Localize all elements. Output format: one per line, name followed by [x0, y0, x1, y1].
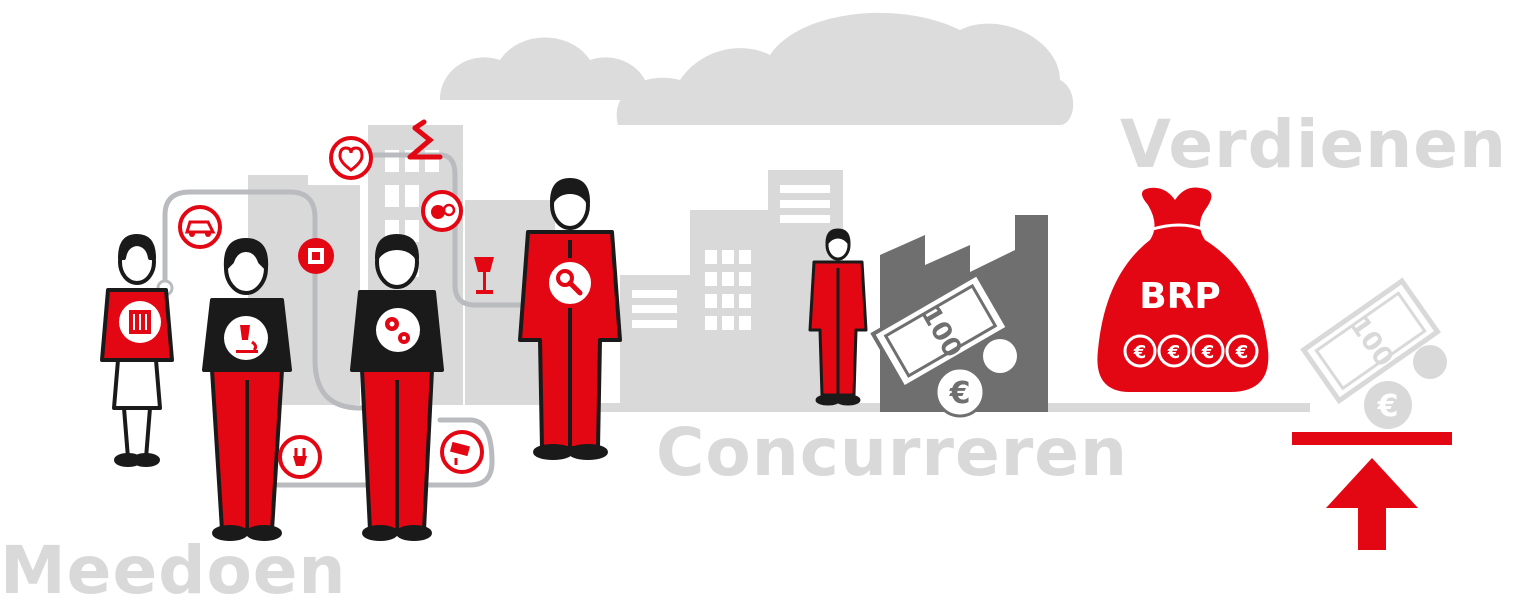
banknote-sliding: 100 [1300, 277, 1441, 405]
svg-text:€: € [1201, 342, 1215, 363]
books-icon [119, 301, 161, 343]
threshold-bar [1292, 432, 1452, 445]
wrench-tools-icon [545, 258, 595, 308]
gears-icon [376, 308, 420, 352]
building-2 [300, 185, 360, 405]
svg-text:€: € [1133, 342, 1147, 363]
heart-monitor-icon [329, 136, 373, 180]
gears-apple-icon [421, 190, 463, 232]
robot-arm-icon [407, 119, 443, 160]
connection-lines [162, 152, 543, 488]
coin-small [983, 339, 1017, 373]
car-icon [178, 205, 222, 249]
cloud-right [616, 12, 1074, 126]
euro-coin-icon: € [934, 366, 986, 418]
coin-small-right [1413, 345, 1447, 379]
cctv-camera-icon [440, 430, 484, 474]
microchip-icon [298, 238, 334, 274]
money-bag: BRP € € € € [1097, 187, 1269, 392]
euro-coin-sliding: € [1364, 381, 1412, 429]
person-small-worker [808, 228, 868, 406]
money-bag-label: BRP [1139, 276, 1221, 317]
cloud-left [440, 37, 650, 100]
plug-icon [278, 435, 322, 479]
label-verdienen: Verdienen [1119, 106, 1507, 183]
person-man-black-shirt [350, 234, 444, 541]
clouds [440, 12, 1074, 126]
svg-text:€: € [1235, 342, 1249, 363]
label-meedoen: Meedoen [0, 532, 347, 609]
svg-text:€: € [949, 376, 971, 411]
banknote-factory: 100 [870, 271, 1011, 391]
svg-text:€: € [1377, 389, 1399, 424]
microscope-icon [224, 316, 268, 360]
label-concurreren: Concurreren [656, 414, 1129, 491]
up-arrow-icon [1326, 458, 1418, 550]
person-woman-blazer [100, 234, 174, 467]
svg-text:€: € [1167, 342, 1181, 363]
lamp-icon [474, 257, 494, 294]
